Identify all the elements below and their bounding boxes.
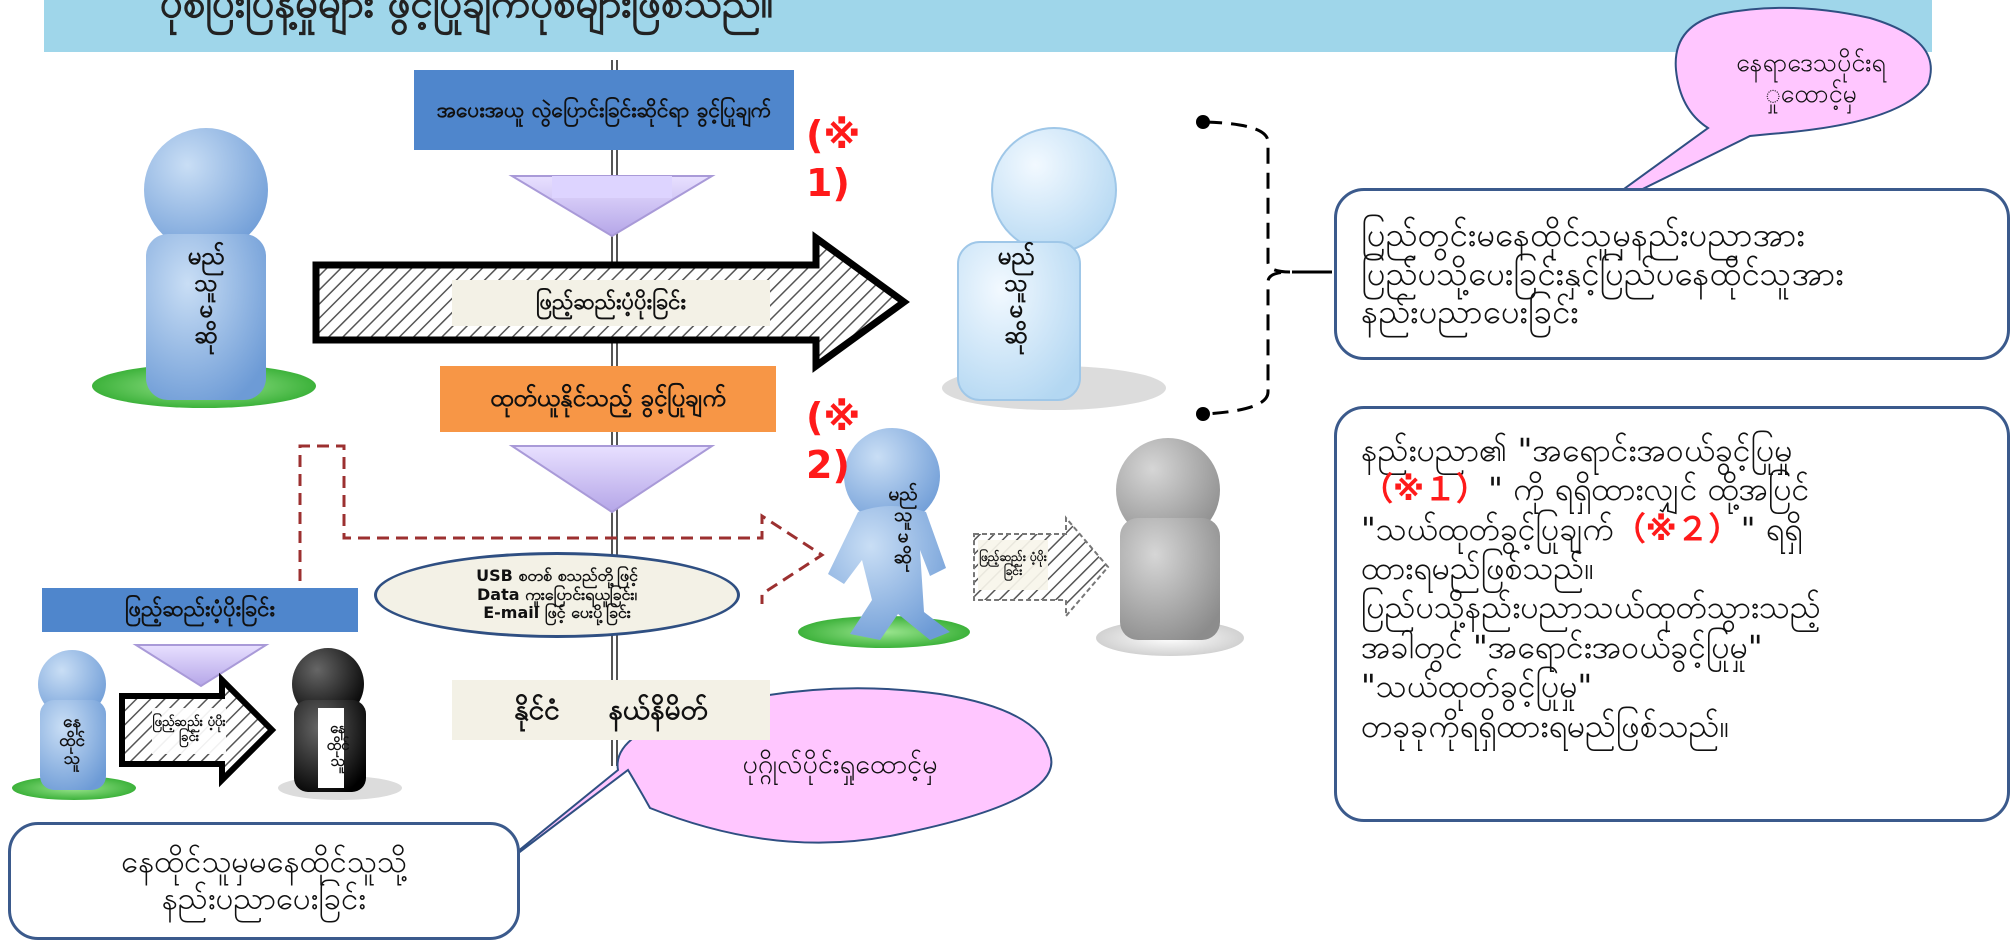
resident-to-nonresident-box: နေထိုင်သူမှမနေထိုင်သူသို့ နည်းပညာပေးခြင်… — [8, 822, 520, 940]
oval-line-1: USB စတစ် စသည်တို့ဖြင့် — [476, 566, 638, 586]
left-arrow-label: ဖြည့်ဆည်း ပံ့ပိုးခြင်း — [152, 715, 226, 745]
req-line-2: （※１）" ကို ရရှိထားလျှင် ထို့အပြင် — [1361, 470, 1983, 509]
req-mark-1: （※１） — [1361, 470, 1489, 509]
person-right-label: မည် သူ မ ဆို — [986, 226, 1046, 366]
down-arrow-2 — [508, 445, 716, 514]
req-line-1: နည်းပညာ၏ "အရောင်းအဝယ်ခွင့်ပြုမှု — [1361, 431, 1793, 469]
oval-line-2: Data ကူးပြောင်းရယူခြင်း၊ — [476, 584, 637, 604]
person-body — [146, 234, 266, 400]
mark-1-line-1: (※ — [806, 113, 861, 157]
person-left-label: မည် သူ မ ဆို — [176, 226, 236, 366]
bottom-box-line-1: နေထိုင်သူမှမနေထိုင်သူသို့ — [121, 844, 407, 881]
req-line-7: "သယ်ထုတ်ခွင့်ပြုမှု" — [1361, 667, 1593, 706]
walking-person-label: မည် သူ မ ဆို — [878, 466, 928, 586]
person-right-label-4: ဆို — [1004, 321, 1028, 350]
trade-permit-label: အပေးအယူ လွဲပြောင်းခြင်းဆိုင်ရာ ခွင့်ပြုခ… — [414, 70, 794, 150]
export-permit-label: ထုတ်ယူနိုင်သည့် ခွင့်ပြုချက် — [440, 366, 776, 432]
person-head — [144, 128, 268, 252]
small-black-label-1: နေ — [330, 719, 346, 738]
walking-person-label-2: သူ — [893, 504, 913, 527]
bottom-box-line-2: နည်းပညာပေးခြင်း — [161, 881, 367, 917]
dashed-export-arrow — [298, 444, 825, 604]
small-resident-label-3: သူ — [63, 749, 81, 770]
small-resident-label-2: ထိုင် — [59, 730, 85, 751]
person-left-label-3: မ — [199, 295, 213, 323]
domestic-to-abroad-box: ပြည်တွင်းမနေထိုင်သူမှနည်းပညာအား ပြည်ပသို… — [1334, 188, 2010, 360]
right-box-1-line-1: ပြည်တွင်းမနေထိုင်သူမှနည်းပညာအား — [1361, 214, 1805, 254]
person-left-label-4: ဆို — [194, 321, 218, 350]
down-arrow-3 — [132, 644, 270, 688]
oval-line-3: E-mail ဖြင့် ပေးပို့ခြင်း — [483, 603, 631, 623]
mark-2-line-1: (※ — [806, 395, 861, 439]
small-resident-label: နေ ထိုင် သူ — [44, 696, 100, 786]
left-section-header: ဖြည့်ဆည်းပံ့ပိုးခြင်း — [42, 588, 358, 632]
req-line-5: ပြည်ပသို့နည်းပညာသယ်ထုတ်သွားသည့် — [1361, 588, 1821, 627]
req-line-8: တခုခုကိုရရှိထားရမည်ဖြစ်သည်။ — [1361, 706, 1730, 745]
req-line-3: "သယ်ထုတ်ခွင့်ပြုချက်（※２）" ရရှိ — [1361, 510, 1983, 549]
req-line-2-rest: " ကို ရရှိထားလျှင် ထို့အပြင် — [1488, 470, 1810, 509]
small-black-label: နေ ထိုင် သူ — [318, 700, 358, 790]
mark-2-line-2: 2) — [806, 442, 850, 487]
walking-person-label-3: မ — [897, 525, 909, 547]
small-resident-label-1: နေ — [62, 711, 82, 732]
req-line-3-b: " ရရှိ — [1740, 509, 1803, 548]
req-mark-2: （※２） — [1613, 509, 1741, 548]
person-left-label-2: သူ — [194, 268, 218, 297]
border-label: နိုင်ငံ နယ်နိမိတ် — [452, 680, 770, 740]
bubble-top-shape — [1583, 6, 1932, 219]
transfer-oval: USB စတစ် စသည်တို့ဖြင့် Data ကူးပြောင်းရယ… — [374, 552, 740, 638]
mark-1-line-2: 1) — [806, 160, 850, 205]
bubble-top-line-2: ှုထောင့်မှ — [1765, 79, 1857, 108]
title-bar — [44, 0, 1932, 52]
walking-person-body — [828, 506, 950, 640]
right-box-1-line-2: ပြည်ပသို့ပေးခြင်းနှင့်ပြည်ပနေထိုင်သူအား — [1361, 253, 1844, 293]
walking-person-label-1: မည် — [888, 483, 918, 506]
person-left-label-1: မည် — [187, 242, 225, 271]
bracket — [1205, 120, 1291, 416]
walking-person-label-4: ဆို — [893, 545, 913, 568]
small-black-label-2: ထိုင် — [326, 735, 350, 754]
small-supply-label: ဖြည့်ဆည်း ပံ့ပိုးခြင်း — [979, 550, 1047, 578]
person-right-label-2: သူ — [1004, 268, 1028, 297]
mark-2: (※ 2) — [806, 394, 860, 489]
bubble-personal-perspective: ပုဂ္ဂိုလ်ပိုင်းရှုထောင့်မှ — [742, 749, 938, 781]
page-title: ပုံစံပြီးပြန့်မှုများ ဖွင့်ပြုချက်ပုံစံမ… — [160, 0, 773, 27]
req-line-4: ထားရမည်ဖြစ်သည်။ — [1361, 549, 1595, 588]
req-line-3-a: "သယ်ထုတ်ခွင့်ပြုချက် — [1361, 509, 1614, 548]
supply-label: ဖြည့်ဆည်းပံ့ပိုးခြင်း — [535, 290, 687, 316]
req-line-6: အခါတွင် "အရောင်းအဝယ်ခွင့်ပြုမှု" — [1361, 627, 1763, 666]
small-black-label-3: သူ — [330, 752, 346, 771]
bubble-top-line-1: နေရာဒေသပိုင်းရ — [1736, 47, 1886, 77]
permit-requirements-box: နည်းပညာ၏ "အရောင်းအဝယ်ခွင့်ပြုမှု （※１）" က… — [1334, 406, 2010, 822]
right-box-1-line-3: နည်းပညာပေးခြင်း — [1361, 292, 1579, 332]
bubble-regional-perspective: နေရာဒေသပိုင်းရ ှုထောင့်မှ — [1686, 28, 1936, 128]
person-right-label-1: မည် — [997, 242, 1035, 271]
mark-1: (※ 1) — [806, 112, 860, 207]
person-right-label-3: မ — [1009, 295, 1023, 323]
